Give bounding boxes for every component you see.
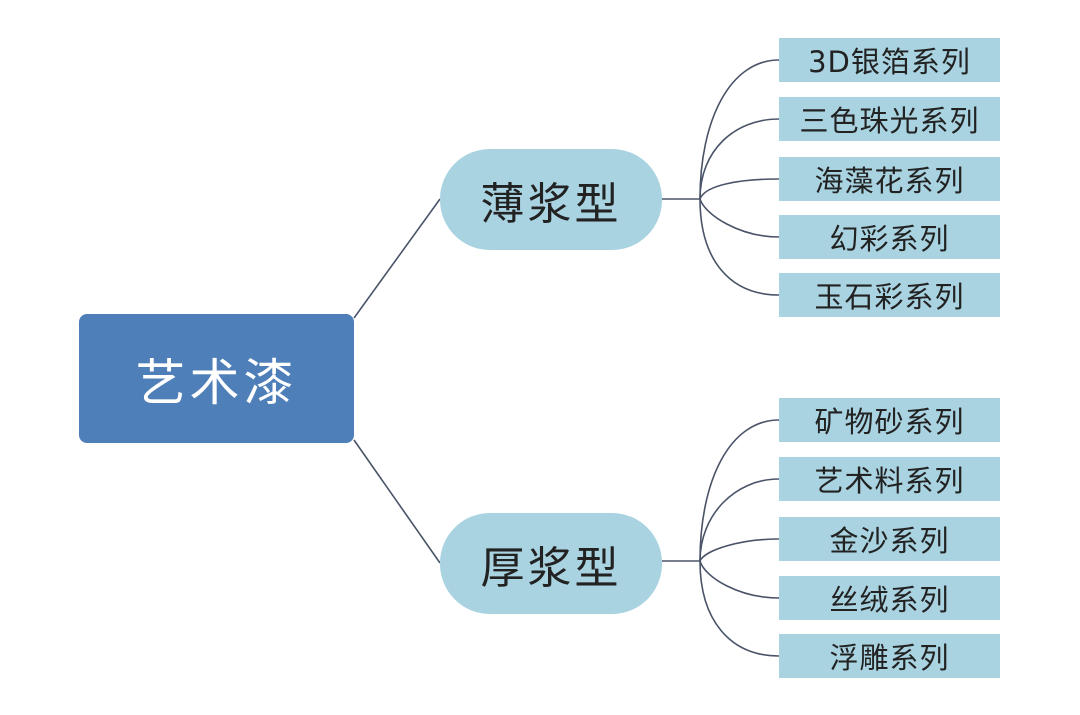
leaf-label: 海藻花系列 (814, 164, 965, 198)
leaf-label: 矿物砂系列 (814, 405, 965, 439)
leaf-node: 金沙系列 (779, 517, 1000, 561)
connector-branch-1-leaf-4 (699, 198, 780, 238)
connector-branch-2-leaf-1 (699, 419, 780, 562)
leaf-label: 金沙系列 (829, 524, 950, 558)
branch-label: 厚浆型 (480, 542, 622, 594)
leaf-node: 浮雕系列 (779, 634, 1000, 678)
leaf-node: 艺术料系列 (779, 457, 1000, 501)
connector-root-branch-1 (353, 198, 441, 319)
leaf-node: 三色珠光系列 (779, 97, 1000, 141)
leaf-node: 3D银箔系列 (779, 38, 1000, 82)
leaf-label: 艺术料系列 (814, 464, 965, 498)
root-node: 艺术漆 (79, 314, 354, 443)
leaf-node: 海藻花系列 (779, 157, 1000, 201)
connector-branch-1-leaf-3 (699, 178, 780, 200)
leaf-label: 3D银箔系列 (808, 45, 971, 79)
connector-branch-2-leaf-5 (699, 560, 780, 657)
connector-branch-1-leaf-5 (699, 198, 780, 296)
connector-branch-2-leaf-4 (699, 560, 780, 599)
connector-branch-1-leaf-2 (699, 118, 780, 200)
leaf-label: 玉石彩系列 (814, 280, 965, 314)
leaf-label: 浮雕系列 (829, 641, 950, 675)
leaf-node: 玉石彩系列 (779, 273, 1000, 317)
branch-node-thick-slurry: 厚浆型 (440, 513, 662, 614)
branch-label: 薄浆型 (480, 178, 622, 230)
connector-branch-2-leaf-3 (699, 538, 780, 562)
root-label: 艺术漆 (135, 353, 298, 412)
branch-node-thin-slurry: 薄浆型 (440, 149, 662, 250)
leaf-label: 三色珠光系列 (799, 104, 980, 138)
leaf-node: 丝绒系列 (779, 576, 1000, 620)
leaf-label: 幻彩系列 (829, 222, 950, 256)
leaf-label: 丝绒系列 (829, 583, 950, 617)
leaf-node: 幻彩系列 (779, 215, 1000, 259)
connector-branch-1-leaf-1 (699, 59, 780, 200)
connector-root-branch-2 (353, 439, 441, 564)
connector-branch-2-leaf-2 (699, 478, 780, 562)
leaf-node: 矿物砂系列 (779, 398, 1000, 442)
